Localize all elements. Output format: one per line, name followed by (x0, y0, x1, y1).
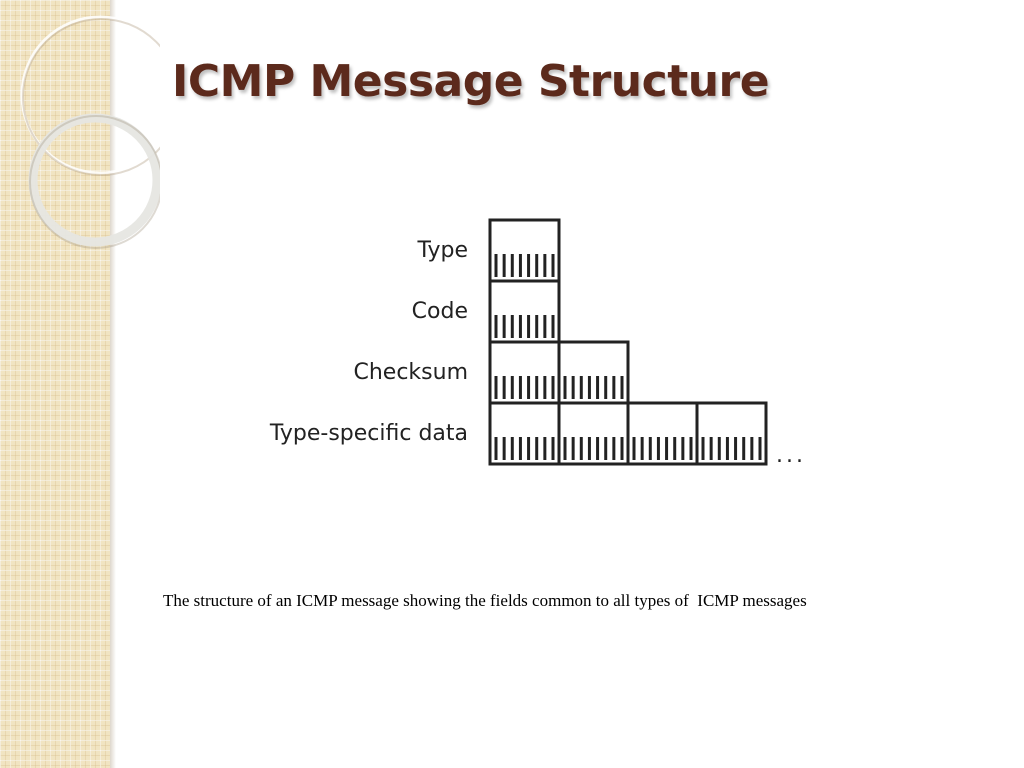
byte-box (695, 401, 768, 466)
byte-box (488, 279, 561, 344)
field-label: Code (412, 299, 468, 324)
continuation-dots: ... (776, 443, 806, 468)
band-shadow (110, 0, 116, 768)
field-label: Type (416, 238, 468, 263)
decorative-ring-lower (28, 113, 160, 247)
byte-box (488, 218, 561, 283)
byte-box (557, 340, 630, 405)
decorative-ring-upper (20, 15, 160, 175)
figure-caption: The structure of an ICMP message showing… (163, 591, 807, 610)
decorative-ring-lower-shadow (29, 115, 160, 249)
byte-box (626, 401, 699, 466)
page-title: ICMP Message Structure (172, 56, 770, 107)
byte-box (488, 340, 561, 405)
decorative-ring-upper-shadow (22, 18, 160, 176)
field-label: Type-specific data (269, 421, 468, 446)
byte-box (488, 401, 561, 466)
field-label: Checksum (353, 360, 468, 385)
byte-box (557, 401, 630, 466)
decorative-rings (20, 15, 160, 249)
